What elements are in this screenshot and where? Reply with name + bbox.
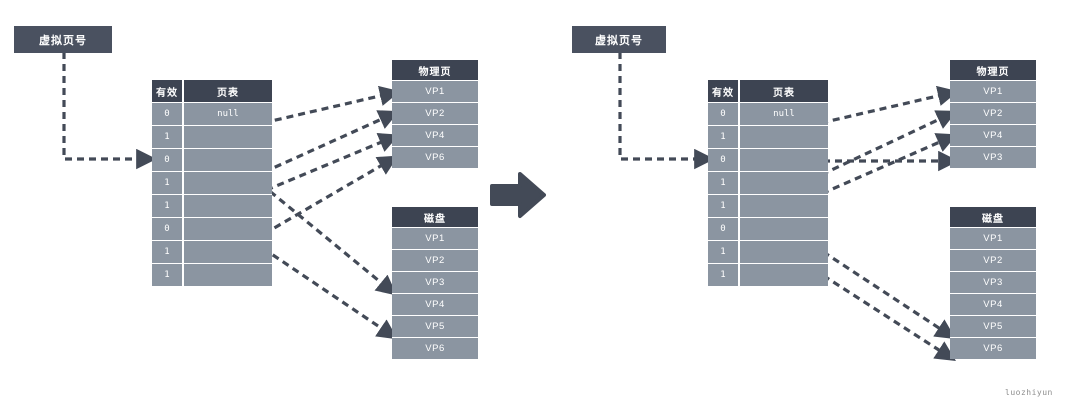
vpn-box-left: 虚拟页号: [14, 26, 112, 53]
list-item: VP4: [950, 124, 1036, 146]
valid-cell: 1: [708, 195, 738, 217]
entry-cell: [738, 172, 828, 194]
physical-pages-title: 物理页: [950, 60, 1036, 80]
table-row: 1: [152, 125, 272, 148]
entry-cell: [738, 264, 828, 286]
entry-cell: null: [182, 103, 272, 125]
valid-cell: 1: [708, 172, 738, 194]
valid-cell: 0: [152, 218, 182, 240]
page-table-header-valid: 有效: [152, 80, 182, 102]
entry-cell: [182, 264, 272, 286]
valid-cell: 0: [152, 103, 182, 125]
entry-cell: [738, 241, 828, 263]
valid-cell: 0: [152, 149, 182, 171]
page-table-header-row: 有效 页表: [152, 80, 272, 102]
physical-pages-table-left: 物理页 VP1 VP2 VP4 VP6: [392, 60, 478, 168]
entry-cell: [182, 218, 272, 240]
disk-table-left: 磁盘 VP1 VP2 VP3 VP4 VP5 VP6: [392, 207, 478, 359]
entry-cell: [738, 195, 828, 217]
list-item: VP2: [950, 102, 1036, 124]
table-row: 1: [152, 240, 272, 263]
list-item: VP3: [392, 271, 478, 293]
table-row: 1: [708, 125, 828, 148]
list-item: VP1: [392, 80, 478, 102]
entry-cell: [738, 126, 828, 148]
valid-cell: 1: [708, 241, 738, 263]
table-row: 1: [708, 263, 828, 286]
list-item: VP5: [950, 315, 1036, 337]
connector-vpn-to-pagetable-left: [62, 52, 157, 170]
list-item: VP1: [950, 227, 1036, 249]
page-table-left: 有效 页表 0 null 1 0 1 1 0 1: [152, 80, 272, 286]
table-row: 1: [708, 171, 828, 194]
vpn-box-label: 虚拟页号: [595, 34, 643, 47]
valid-cell: 1: [152, 126, 182, 148]
valid-cell: 1: [152, 241, 182, 263]
page-table-header-valid: 有效: [708, 80, 738, 102]
entry-cell: [738, 149, 828, 171]
list-item: VP2: [950, 249, 1036, 271]
physical-pages-title: 物理页: [392, 60, 478, 80]
page-table-header-row: 有效 页表: [708, 80, 828, 102]
table-row: 0: [152, 148, 272, 171]
disk-table-right: 磁盘 VP1 VP2 VP3 VP4 VP5 VP6: [950, 207, 1036, 359]
page-table-header-entry: 页表: [738, 80, 828, 102]
disk-title: 磁盘: [392, 207, 478, 227]
list-item: VP3: [950, 146, 1036, 168]
list-item: VP1: [392, 227, 478, 249]
vpn-box-label: 虚拟页号: [39, 34, 87, 47]
table-row: 0 null: [708, 102, 828, 125]
table-row: 1: [152, 263, 272, 286]
entry-cell: [182, 172, 272, 194]
physical-pages-table-right: 物理页 VP1 VP2 VP4 VP3: [950, 60, 1036, 168]
valid-cell: 0: [708, 218, 738, 240]
valid-cell: 1: [708, 264, 738, 286]
vpn-box-right: 虚拟页号: [572, 26, 666, 53]
valid-cell: 0: [708, 149, 738, 171]
table-row: 1: [152, 194, 272, 217]
entry-cell: [182, 126, 272, 148]
list-item: VP4: [392, 124, 478, 146]
list-item: VP3: [950, 271, 1036, 293]
list-item: VP5: [392, 315, 478, 337]
list-item: VP2: [392, 102, 478, 124]
entry-cell: [182, 241, 272, 263]
list-item: VP6: [392, 146, 478, 168]
entry-cell: [182, 195, 272, 217]
entry-cell: [182, 149, 272, 171]
entry-cell: null: [738, 103, 828, 125]
list-item: VP6: [392, 337, 478, 359]
page-table-header-entry: 页表: [182, 80, 272, 102]
transition-arrow-icon: [490, 170, 546, 220]
disk-title: 磁盘: [950, 207, 1036, 227]
table-row: 1: [152, 171, 272, 194]
list-item: VP2: [392, 249, 478, 271]
table-row: 0 null: [152, 102, 272, 125]
list-item: VP1: [950, 80, 1036, 102]
list-item: VP4: [392, 293, 478, 315]
table-row: 1: [708, 240, 828, 263]
valid-cell: 1: [152, 172, 182, 194]
valid-cell: 0: [708, 103, 738, 125]
table-row: 0: [708, 217, 828, 240]
list-item: VP6: [950, 337, 1036, 359]
valid-cell: 1: [152, 195, 182, 217]
table-row: 0: [152, 217, 272, 240]
table-row: 1: [708, 194, 828, 217]
list-item: VP4: [950, 293, 1036, 315]
watermark: luozhiyun: [1005, 388, 1053, 397]
entry-cell: [738, 218, 828, 240]
valid-cell: 1: [708, 126, 738, 148]
page-table-right: 有效 页表 0 null 1 0 1 1 0 1: [708, 80, 828, 286]
valid-cell: 1: [152, 264, 182, 286]
table-row: 0: [708, 148, 828, 171]
connector-vpn-to-pagetable-right: [618, 52, 715, 170]
